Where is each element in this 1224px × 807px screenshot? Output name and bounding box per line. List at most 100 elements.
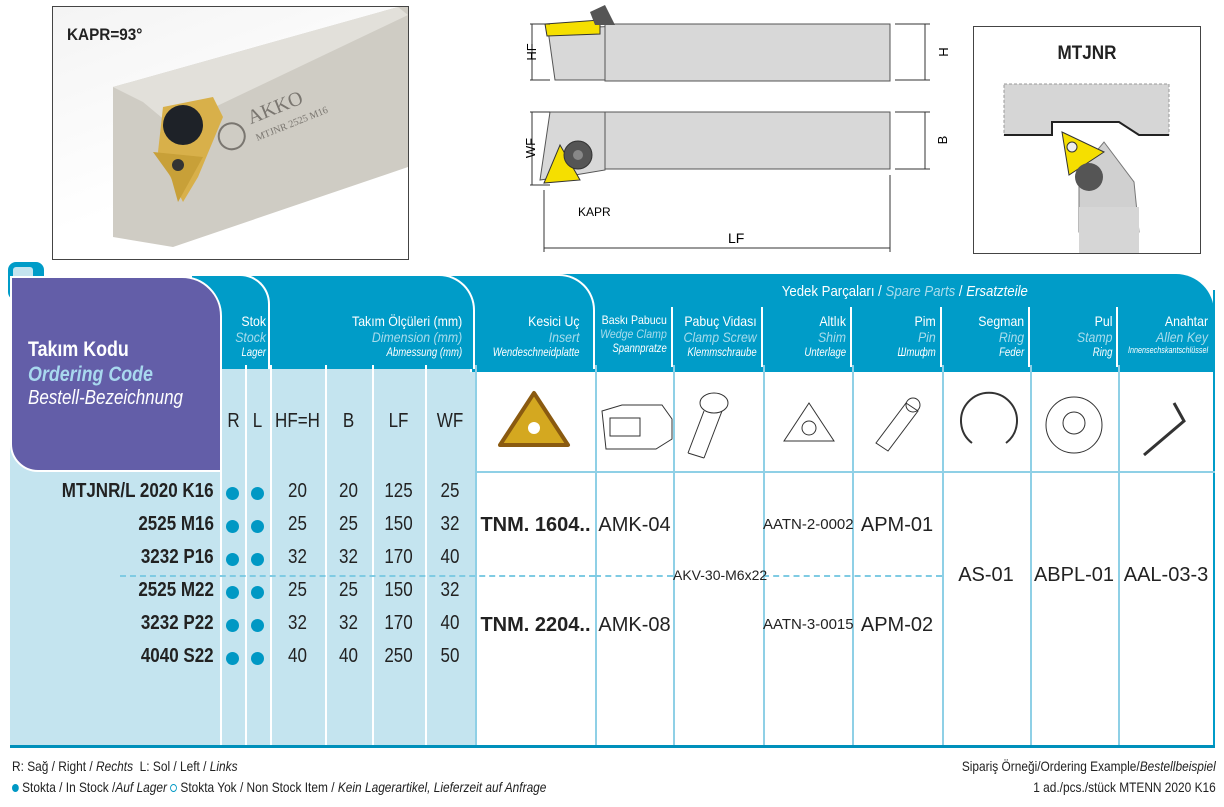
ordering-code: MTJNR/L 2020 K16 <box>62 480 214 502</box>
clamp-screw-code: AKV-30-M6x22 <box>673 567 768 583</box>
b-value: 25 <box>339 513 358 535</box>
wf-value: 32 <box>440 513 460 535</box>
col-r: R <box>227 410 240 432</box>
col-b: B <box>342 410 355 432</box>
lf-value: 170 <box>384 612 413 634</box>
stock-l-dot-icon <box>251 553 264 566</box>
kapr-label: KAPR=93° <box>67 25 143 44</box>
dimension-header <box>230 274 475 369</box>
stock-r-dot-icon <box>226 619 239 632</box>
wf-value: 25 <box>440 480 460 502</box>
schematic-title: MTJNR <box>1057 43 1117 64</box>
ordering-code: 2525 M22 <box>138 579 214 601</box>
legend-rl: R: Sağ / Right / Rechts L: Sol / Left / … <box>12 758 238 774</box>
allen-key-icon <box>1143 402 1186 457</box>
hf-value: 20 <box>288 480 307 502</box>
lf-value: 150 <box>384 513 413 535</box>
stamp-code: ABPL-01 <box>1033 564 1115 586</box>
ring-icon <box>960 391 1018 444</box>
stamp-icon <box>1045 396 1103 454</box>
pin-code-2: APM-02 <box>860 614 934 636</box>
col-lf: LF <box>388 410 409 432</box>
wf-value: 32 <box>440 579 460 601</box>
b-value: 25 <box>339 579 358 601</box>
shim-code-1: AATN-2-0002 <box>763 516 854 533</box>
spare-parts-title: Yedek Parçaları / Spare Parts / Ersatzte… <box>781 283 1029 300</box>
ordering-de: Bestell-Bezeichnung <box>28 387 183 409</box>
col-wf: WF <box>436 410 464 432</box>
wf-value: 40 <box>440 546 460 568</box>
insert-code-2: TNM. 2204.. <box>480 614 591 636</box>
hf-value: 25 <box>288 513 307 535</box>
stock-l-dot-icon <box>251 652 264 665</box>
hf-value: 32 <box>288 612 307 634</box>
ordering-en: Ordering Code <box>28 363 153 386</box>
stock-r-dot-icon <box>226 487 239 500</box>
lf-value: 250 <box>384 645 413 667</box>
b-value: 20 <box>339 480 358 502</box>
in-stock-dot-icon <box>12 784 19 792</box>
wf-value: 40 <box>440 612 460 634</box>
ordering-code: 3232 P16 <box>141 546 214 568</box>
hf-label: HF <box>524 43 539 60</box>
hf-value: 32 <box>288 546 307 568</box>
b-value: 32 <box>339 612 358 634</box>
spare-col-header: Pul Stamp Ring <box>1076 313 1112 359</box>
wedge-clamp-code-2: AMK-08 <box>598 614 671 636</box>
lf-value: 125 <box>384 480 413 502</box>
stock-l-dot-icon <box>251 619 264 632</box>
stock-l-dot-icon <box>251 520 264 533</box>
h-label: H <box>936 47 951 56</box>
b-value: 40 <box>339 645 358 667</box>
pin-code-1: APM-01 <box>860 514 934 536</box>
insert-icon <box>498 391 570 447</box>
dimension-title: Takım Ölçüleri (mm)Dimension (mm)Abmessu… <box>351 313 462 359</box>
tool-holder-image: AKKO MTJNR 2525 M16 <box>113 7 408 247</box>
dimension-subheader: R L HF=H B LF WF <box>222 365 475 473</box>
spare-col-header: Segman Ring Feder <box>978 313 1024 359</box>
table-bottom-border <box>10 745 1215 748</box>
hf-value: 25 <box>288 579 307 601</box>
shim-code-2: AATN-3-0015 <box>763 616 854 633</box>
dimension-drawing: HF H WF B KAPR LF <box>523 5 951 252</box>
col-l: L <box>252 410 263 432</box>
ring-code: AS-01 <box>958 564 1014 586</box>
stock-r-dot-icon <box>226 520 239 533</box>
ordering-code-header: Takım Kodu Ordering Code Bestell-Bezeich… <box>10 276 222 472</box>
spare-col-header: Pim Pin Штифт <box>897 313 936 359</box>
lf-value: 150 <box>384 579 413 601</box>
insert-code-1: TNM. 1604.. <box>480 514 591 536</box>
mtjnr-schematic: MTJNR <box>973 26 1201 254</box>
b-value: 32 <box>339 546 358 568</box>
spare-col-header: Baskı Pabucu Wedge Clamp Spannpratze <box>600 313 667 355</box>
hf-value: 40 <box>288 645 307 667</box>
lf-value: 170 <box>384 546 413 568</box>
ordering-code: 4040 S22 <box>141 645 214 667</box>
legend-stock: Stokta / In Stock /Auf Lager Stokta Yok … <box>12 779 546 795</box>
stock-l-dot-icon <box>251 487 264 500</box>
b-label: B <box>935 136 950 145</box>
ordering-code: 3232 P22 <box>141 612 214 634</box>
part-images <box>498 391 1186 459</box>
kapr-drawing-label: KAPR <box>578 205 611 219</box>
ordering-example: 1 ad./pcs./stück MTENN 2020 K16 <box>1033 779 1216 795</box>
spare-col-header: Pabuç Vidası Clamp Screw Klemmschraube <box>683 313 757 359</box>
clamp-screw-icon <box>687 392 729 459</box>
non-stock-circle-icon <box>170 784 178 792</box>
stock-r-dot-icon <box>226 553 239 566</box>
ordering-tr: Takım Kodu <box>28 338 129 361</box>
pin-icon <box>875 397 921 452</box>
spare-col-header: Anahtar Allen Key Innensechskantschlüsse… <box>1127 313 1208 355</box>
stock-r-dot-icon <box>226 652 239 665</box>
ordering-code: 2525 M16 <box>138 513 214 535</box>
col-hf: HF=H <box>275 410 320 432</box>
wedge-clamp-icon <box>601 404 673 450</box>
product-photo: KAPR=93° AKKO MTJNR 2525 M16 <box>52 6 409 260</box>
stock-l-dot-icon <box>251 586 264 599</box>
wedge-clamp-code-1: AMK-04 <box>598 514 671 536</box>
shim-icon <box>783 402 835 442</box>
allen-key-code: AAL-03-3 <box>1123 564 1209 586</box>
stock-r-dot-icon <box>226 586 239 599</box>
